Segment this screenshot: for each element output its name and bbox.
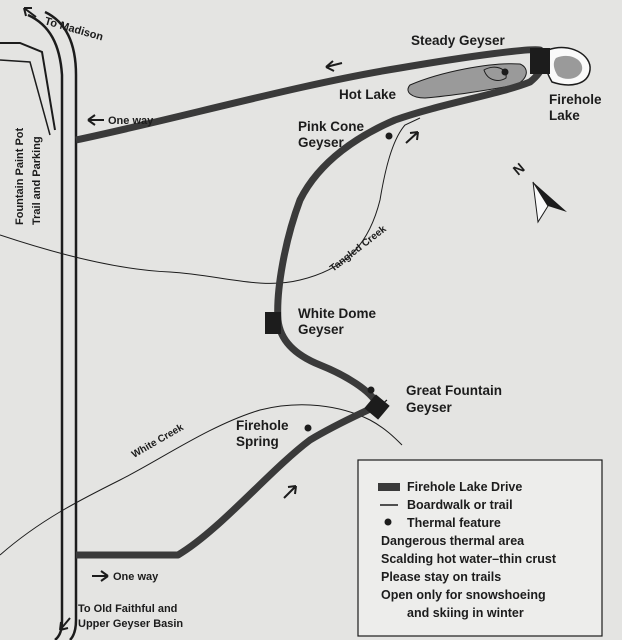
pink-cone-label: Pink Cone: [298, 119, 365, 134]
tangled-creek-line: [0, 117, 421, 284]
legend-drive-label: Firehole Lake Drive: [407, 480, 522, 494]
fountain-paint-pot-label-2: Trail and Parking: [31, 136, 43, 225]
fountain-paint-pot-label: Fountain Paint Pot: [14, 128, 26, 225]
legend-scalding-label: Scalding hot water–thin crust: [381, 552, 557, 566]
legend-thermal-label: Thermal feature: [407, 516, 501, 530]
direction-arrows: [23, 7, 419, 631]
legend-stay-label: Please stay on trails: [381, 570, 501, 584]
thermal-areas: [407, 46, 591, 99]
great-fountain-label-2: Geyser: [406, 400, 453, 415]
one-way-label-bottom: One way: [113, 571, 159, 583]
great-fountain-marker: [364, 394, 390, 420]
firehole-lake-label-2: Lake: [549, 108, 580, 123]
main-highway: [27, 10, 78, 640]
firehole-spring-label: Firehole: [236, 418, 289, 433]
legend-dangerous-label: Dangerous thermal area: [381, 534, 525, 548]
arrow-southwest-icon: [59, 617, 71, 631]
hot-lake-label: Hot Lake: [339, 87, 397, 102]
to-old-faithful-label-2: Upper Geyser Basin: [78, 618, 183, 630]
arrow-northwest-icon: [23, 7, 37, 18]
arrow-east-icon: [92, 570, 109, 582]
great-fountain-label: Great Fountain: [406, 383, 502, 398]
white-creek-line: [0, 404, 403, 556]
legend-thermal-swatch: [384, 518, 392, 526]
firehole-spring-dot: [304, 424, 312, 432]
white-dome-label-2: Geyser: [298, 322, 345, 337]
fountain-paint-pot-spur: [0, 42, 56, 136]
legend-drive-swatch: [378, 483, 400, 491]
to-old-faithful-label: To Old Faithful and: [78, 603, 177, 615]
arrow-west-icon-2: [87, 114, 104, 126]
white-dome-label: White Dome: [298, 306, 376, 321]
arrow-west-icon: [325, 60, 343, 72]
legend-snowshoe-label-2: and skiing in winter: [407, 606, 524, 620]
great-fountain-dot: [367, 386, 375, 394]
pink-cone-label-2: Geyser: [298, 135, 345, 150]
legend-trail-label: Boardwalk or trail: [407, 498, 513, 512]
steady-geyser-label: Steady Geyser: [411, 33, 506, 48]
firehole-spring-label-2: Spring: [236, 434, 279, 449]
arrow-northeast-icon: [405, 131, 419, 144]
steady-geyser-dot: [501, 68, 509, 76]
firehole-lake-label: Firehole: [549, 92, 602, 107]
firehole-lake-drive-route: [75, 46, 548, 559]
arrow-northeast-icon-2: [283, 485, 297, 499]
one-way-label-top: One way: [108, 115, 154, 127]
map-legend: Firehole Lake Drive Boardwalk or trail T…: [357, 459, 603, 637]
white-dome-marker: [265, 312, 281, 334]
pink-cone-dot: [385, 132, 393, 140]
steady-geyser-marker: [530, 48, 550, 74]
north-compass: N: [510, 160, 567, 224]
legend-snowshoe-label: Open only for snowshoeing: [381, 588, 546, 602]
